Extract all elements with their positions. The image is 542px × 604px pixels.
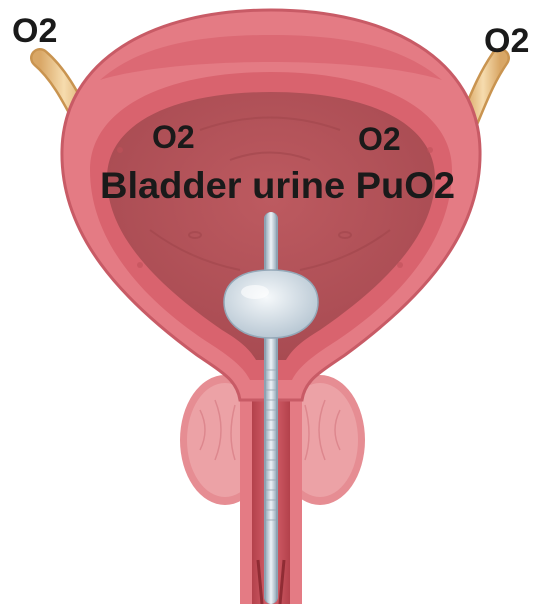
bladder-right-o2-label: O2 xyxy=(358,121,401,157)
catheter-balloon xyxy=(224,270,318,338)
ureter-right-o2-label: O2 xyxy=(484,22,529,60)
bladder-left-o2-label: O2 xyxy=(152,119,195,155)
ureter-left-o2-label: O2 xyxy=(12,12,57,50)
bladder-urine-puo2-label: Bladder urine PuO2 xyxy=(100,165,455,206)
